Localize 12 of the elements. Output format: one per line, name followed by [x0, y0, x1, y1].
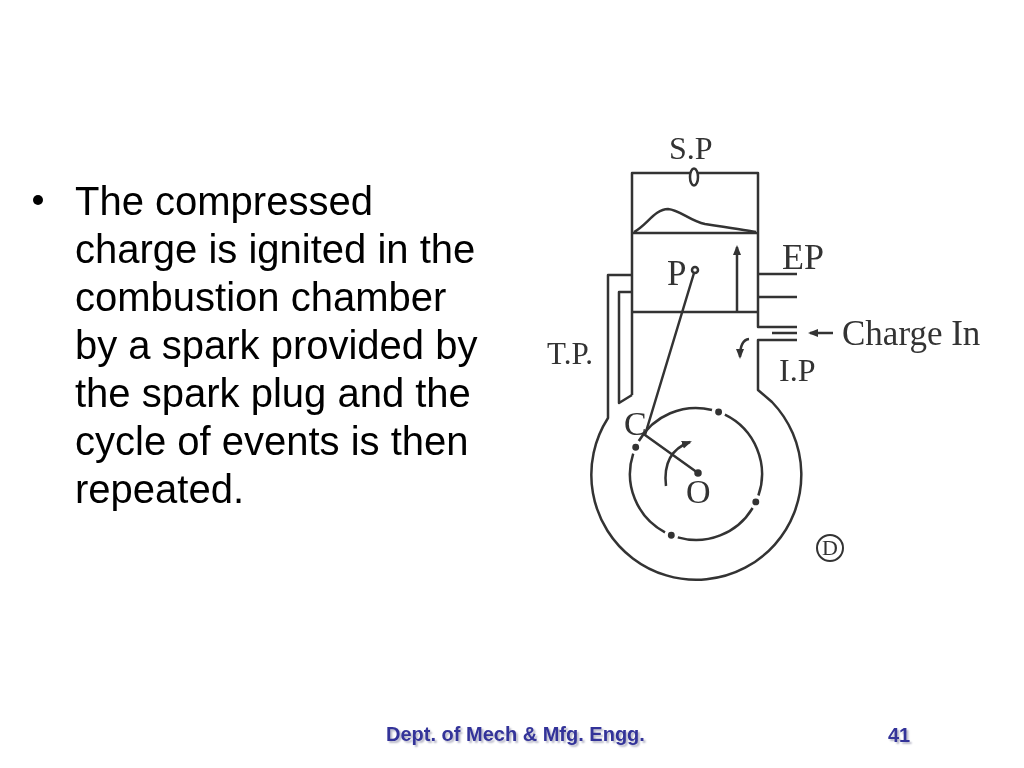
part-label: P: [667, 256, 687, 291]
part-label: O: [686, 475, 711, 509]
part-label: T.P.: [547, 338, 593, 369]
page-number: 41: [888, 725, 911, 745]
part-label: S.P: [669, 132, 713, 164]
footer-text: Dept. of Mech & Mfg. Engg.: [386, 724, 645, 744]
part-label: C: [624, 407, 647, 441]
part-label: Charge In: [842, 316, 981, 351]
part-label: EP: [782, 239, 824, 275]
figure-label: D: [816, 534, 844, 562]
bullet-text: The compressed charge is ignited in the combustion chamber by a spark provided by the spark plug and the cycle of events is then repeated.: [75, 178, 479, 513]
part-label: I.P: [779, 354, 816, 386]
